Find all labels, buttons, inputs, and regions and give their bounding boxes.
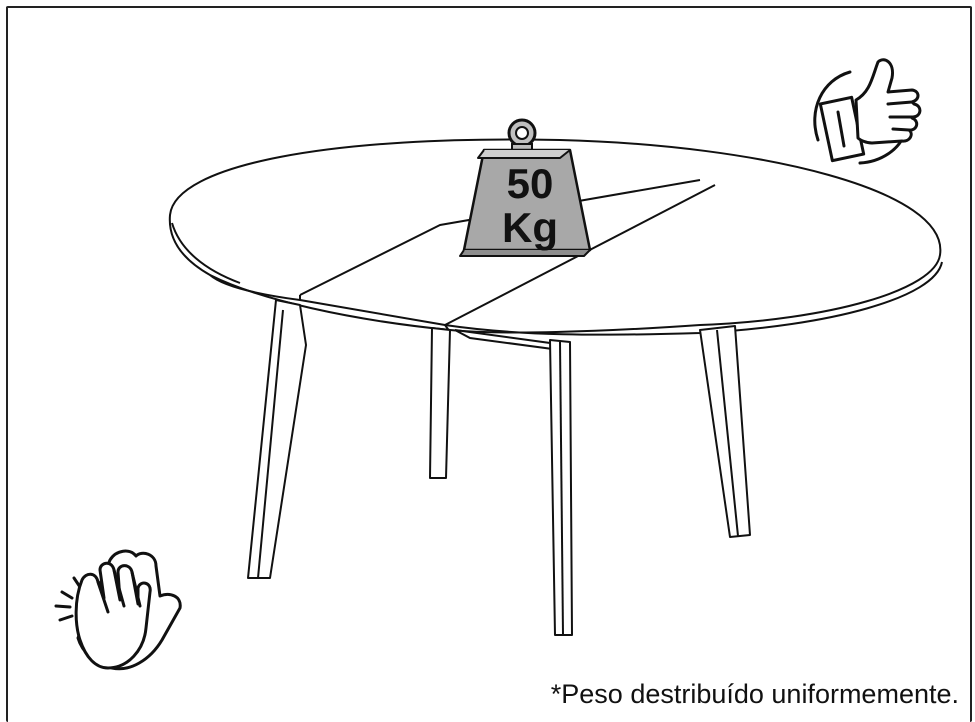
footnote-text: *Peso destribuído uniformemente. <box>550 679 959 709</box>
clapping-hands-icon <box>54 549 182 671</box>
weight-icon: 50 Kg <box>459 118 592 257</box>
table-legs <box>247 299 751 636</box>
thumbs-up-icon <box>813 58 922 165</box>
weight-unit: Kg <box>502 204 558 251</box>
illustration-frame <box>6 6 972 722</box>
weight-value: 50 <box>507 160 554 207</box>
